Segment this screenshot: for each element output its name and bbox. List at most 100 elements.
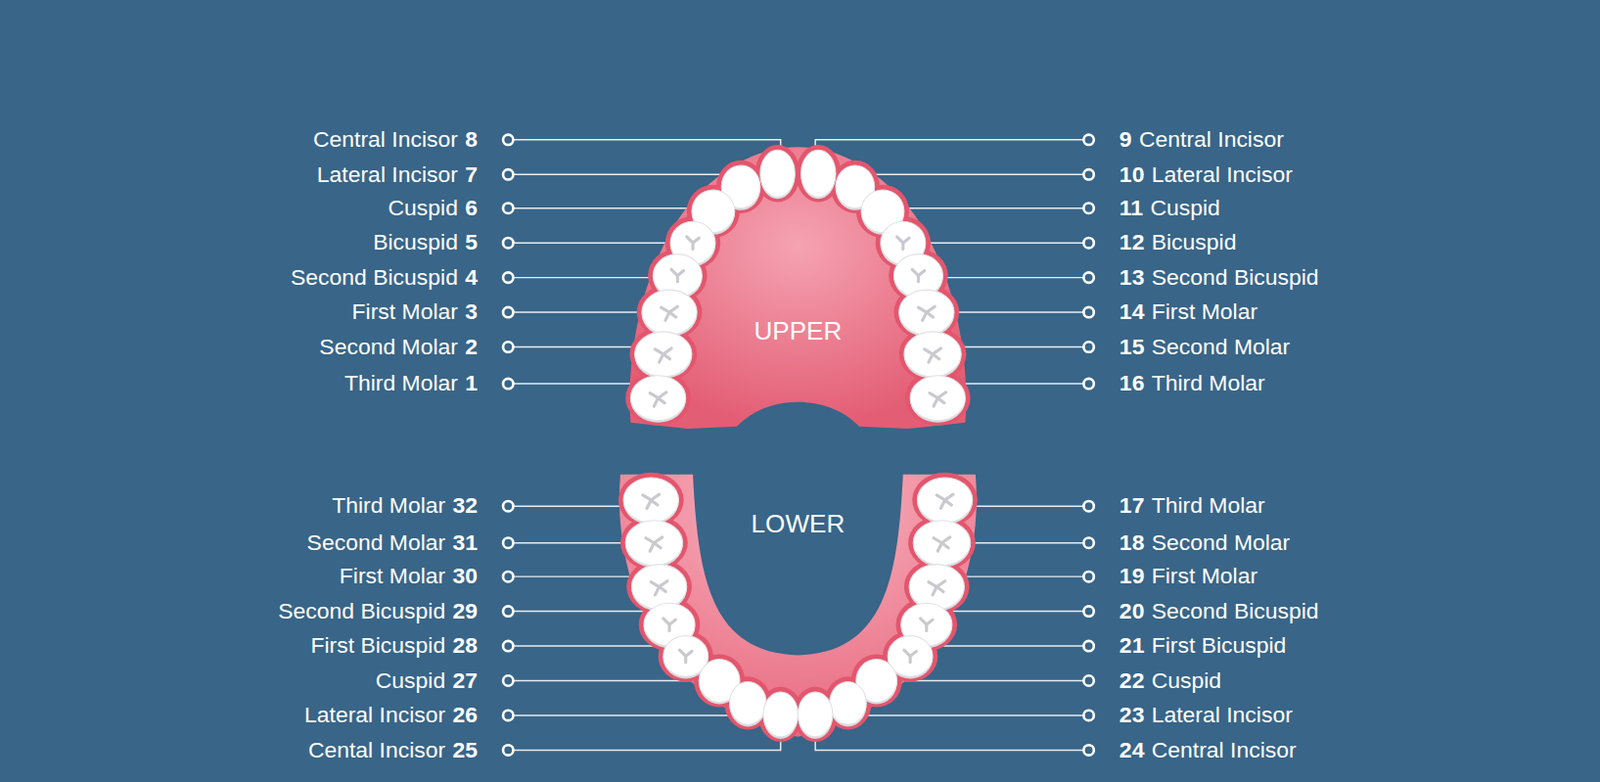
tooth-name: Central Incisor [313,126,458,152]
label-row: Second Molar2 [319,333,478,361]
label-row: Cental Incisor25 [308,736,478,764]
label-row: 19First Molar [1119,563,1258,591]
tooth-number: 32 [452,493,478,519]
label-row: 16Third Molar [1119,370,1266,398]
label-row: First Bicuspid28 [310,632,478,659]
tooth [641,289,697,335]
molar-groove [928,581,946,595]
leader-dot [1083,744,1094,755]
label-row: Second Bicuspid29 [277,597,478,625]
leader-dot [502,341,513,352]
jaw-label: UPPER [753,315,842,346]
tooth-number: 23 [1119,701,1145,728]
leader-dot [1083,640,1094,651]
tooth-number: 28 [452,632,478,658]
upper-palate [630,146,967,429]
gum-rim [912,472,978,528]
label-row: Bicuspid5 [372,229,478,257]
label-row: 23Lateral Incisor [1119,701,1293,729]
leader-dot [502,605,513,616]
tooth [916,477,972,523]
molar-groove [917,306,935,320]
label-row: 10Lateral Incisor [1119,161,1293,188]
tooth [760,149,795,197]
leader-dot [502,169,513,180]
tooth-number: 18 [1119,529,1145,555]
leader-dot [502,538,513,549]
molar-groove [936,494,954,508]
tooth-name: Third Molar [344,370,458,397]
tooth-name: Lateral Incisor [1151,701,1293,728]
leader-dot [502,203,513,214]
tooth-name: Third Molar [1151,370,1266,397]
leader-line [815,727,1084,750]
tooth [763,691,798,737]
leader-line [855,174,1085,176]
leader-dot [1083,571,1094,582]
tooth-number: 21 [1119,632,1145,658]
gum-rim [899,326,967,382]
tooth-name: Lateral Incisor [1151,161,1293,187]
molar-groove [649,392,667,407]
tooth-number: 10 [1119,161,1145,187]
molar-groove [645,537,663,551]
tooth [910,375,965,421]
molar-groove [642,494,660,508]
gum-rim [905,370,971,426]
molar-groove [933,537,951,551]
tooth-number: 19 [1119,563,1145,590]
tooth-name: Lateral Incisor [317,161,458,187]
label-row: Third Molar32 [331,493,478,520]
tooth-number: 27 [452,667,478,693]
tooth-name: Second Molar [319,333,458,360]
tooth-name: Cuspid [388,194,458,221]
molar-groove [663,618,677,632]
leader-line [815,139,1084,163]
tooth-number: 13 [1119,264,1145,290]
tooth-name: Second Bicuspid [1151,597,1320,624]
tooth [635,331,692,377]
label-row: First Molar3 [352,299,478,326]
leader-dot [502,675,513,686]
tooth-name: Bicuspid [1151,229,1237,256]
jaw-label: LOWER [751,507,846,539]
tooth-name: Central Incisor [1151,736,1297,763]
leader-dot [502,744,513,755]
label-row: 11Cuspid [1119,194,1221,222]
leader-line [512,727,780,750]
tooth [730,682,768,726]
tooth [631,564,686,610]
label-row: 12Bicuspid [1119,229,1237,257]
tooth [623,477,679,523]
tooth-name: Lateral Incisor [304,701,446,728]
leader-dot [1083,710,1094,721]
molar-groove [686,236,700,250]
leader-dot [502,571,513,582]
tooth-name: First Molar [352,299,458,325]
leader-dot [502,501,513,511]
label-row: 15Second Molar [1119,333,1290,361]
leader-dot [1083,135,1094,145]
label-row: Lateral Incisor26 [304,701,478,729]
label-row: Lateral Incisor7 [317,161,478,188]
tooth-number: 4 [464,264,478,290]
tooth-name: Third Molar [331,493,446,519]
label-row: Second Bicuspid4 [290,264,478,291]
label-row: Second Molar31 [307,529,478,556]
tooth-name: First Molar [339,563,446,590]
leader-dot [1083,307,1094,318]
tooth-number: 8 [464,126,478,152]
leader-line [512,207,713,209]
tooth-number: 22 [1119,667,1145,693]
leader-dot [1083,538,1094,549]
molar-groove [897,236,911,250]
leader-dot [1083,341,1094,352]
tooth-number: 15 [1119,333,1145,360]
label-row: 18Second Molar [1119,529,1290,556]
tooth-name: Cental Incisor [308,736,446,763]
leader-dot [502,237,513,248]
leader-dot [502,378,513,389]
tooth [630,375,686,421]
